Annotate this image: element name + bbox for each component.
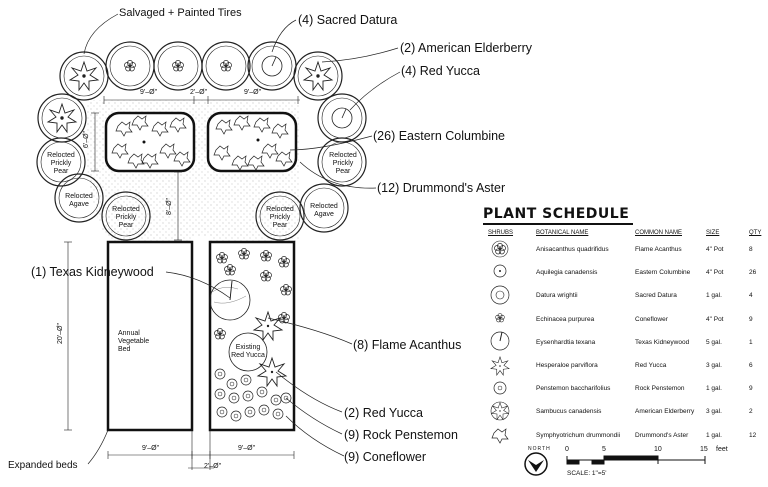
tire-label-agave-left: Relocted Agave [65,193,93,208]
tire-label-prickly-pear-right: Relocted Prickly Pear [329,152,357,175]
schedule-qty: 2 [749,408,753,416]
dimension-lines [64,96,300,470]
schedule-size: 5 gal. [706,338,722,346]
tire-label-prickly-pear-left: Relocted Prickly Pear [47,152,75,175]
schedule-common: Eastern Columbine [635,269,691,277]
plant-schedule: PLANT SCHEDULE SHRUBS BOTANICAL NAME COM… [483,206,765,439]
schedule-size: 1 gal. [706,292,722,300]
schedule-title: PLANT SCHEDULE [483,206,630,222]
dim-aisle: 8'–Ø" [166,197,174,216]
dim-top-left: 9'–Ø" [140,89,158,96]
schedule-qty: 12 [749,431,757,439]
dim-bottom-right: 9'–Ø" [238,445,256,452]
schedule-botanical: Echinacea purpurea [536,315,595,323]
scale-tick-5: 5 [602,446,606,453]
schedule-botanical: Anisacanthus quadrifidus [536,246,609,253]
schedule-symbols [490,240,510,444]
callout-american-elderberry: (2) American Elderberry [400,41,532,55]
dim-bottom-left: 9'–Ø" [142,445,160,452]
schedule-common: Red Yucca [635,362,667,369]
callout-coneflower: (9) Coneflower [344,450,426,464]
schedule-size: 4" Pot [706,315,724,323]
callout-drummonds-aster: (12) Drummond's Aster [377,181,506,195]
schedule-qty: 1 [749,338,753,346]
tire-label-prickly-pear-bottom-right: Relocted Prickly Pear [266,206,294,229]
schedule-common: Flame Acanthus [635,246,682,253]
schedule-common: Drummond's Aster [635,431,689,439]
top-raised-beds [104,111,298,173]
schedule-qty: 8 [749,246,753,253]
existing-yucca-label: Existing Red Yucca [231,344,265,359]
schedule-botanical: Hesperaloe parviflora [536,362,598,369]
scale-tick-15: 15 [700,446,708,453]
callout-red-yucca-bottom: (2) Red Yucca [344,406,423,420]
schedule-size: 3 gal. [706,408,722,416]
schedule-header-size: SIZE [706,230,720,236]
schedule-botanical: Symphyotrichum drummondii [536,431,621,439]
tire-label-agave-right: Relocted Agave [310,203,338,218]
schedule-botanical: Penstemon baccharifolius [536,385,611,393]
schedule-header-shrubs: SHRUBS [488,230,514,236]
callout-rock-penstemon: (9) Rock Penstemon [344,428,458,442]
scale-unit: feet [716,446,728,453]
schedule-qty: 9 [749,315,753,323]
vegetable-bed-label: Annual Vegetable Bed [118,330,150,353]
schedule-common: Coneflower [635,315,668,323]
callout-texas-kidneywood: (1) Texas Kidneywood [31,265,154,279]
schedule-qty: 26 [749,269,757,277]
schedule-botanical: Eysenhardtia texana [536,338,596,346]
schedule-common: Texas Kidneywood [635,338,690,346]
dim-top-mid: 2'–Ø" [190,89,208,96]
schedule-common: Sacred Datura [635,292,677,300]
schedule-qty: 9 [749,385,753,393]
schedule-header-botanical: BOTANICAL NAME [536,230,589,236]
schedule-qty: 4 [749,292,753,300]
dim-bed-height: 20'–Ø" [56,323,64,344]
schedule-size: 4" Pot [706,269,724,277]
schedule-common: Rock Penstemon [635,385,685,393]
dim-top-right: 9'–Ø" [244,89,262,96]
callout-tires: Salvaged + Painted Tires [119,7,242,19]
dim-bottom-gap: 2'–Ø" [204,463,222,470]
schedule-header-common: COMMON NAME [635,230,682,236]
schedule-size: 1 gal. [706,431,722,439]
scale-label: SCALE: 1"=5' [567,470,607,477]
schedule-qty: 6 [749,362,753,369]
schedule-underline [483,223,633,225]
schedule-header-qty: QTY [749,230,762,236]
callout-eastern-columbine: (26) Eastern Columbine [373,129,506,143]
lower-beds [106,240,296,432]
schedule-size: 1 gal. [706,385,722,393]
scale-tick-10: 10 [654,446,662,453]
schedule-botanical: Sambucus canadensis [536,408,602,416]
scale-tick-0: 0 [565,446,569,453]
north-arrow [524,452,548,476]
callout-sacred-datura: (4) Sacred Datura [298,13,398,27]
schedule-size: 3 gal. [706,362,722,369]
callout-expanded-beds: Expanded beds [8,460,78,471]
schedule-botanical: Datura wrightii [536,292,578,300]
dim-side: 6'–Ø" [83,130,91,149]
tire-label-prickly-pear-bottom-left: Relocted Prickly Pear [112,206,140,229]
schedule-size: 4" Pot [706,246,724,253]
callout-flame-acanthus: (8) Flame Acanthus [353,338,462,352]
callout-red-yucca-top: (4) Red Yucca [401,64,480,78]
schedule-botanical: Aquilegia canadensis [536,269,598,277]
leader-lines [83,13,401,465]
north-label: NORTH [528,446,551,452]
tire-ring [36,41,367,241]
scale-bar [566,455,706,465]
schedule-common: American Elderberry [635,408,695,416]
